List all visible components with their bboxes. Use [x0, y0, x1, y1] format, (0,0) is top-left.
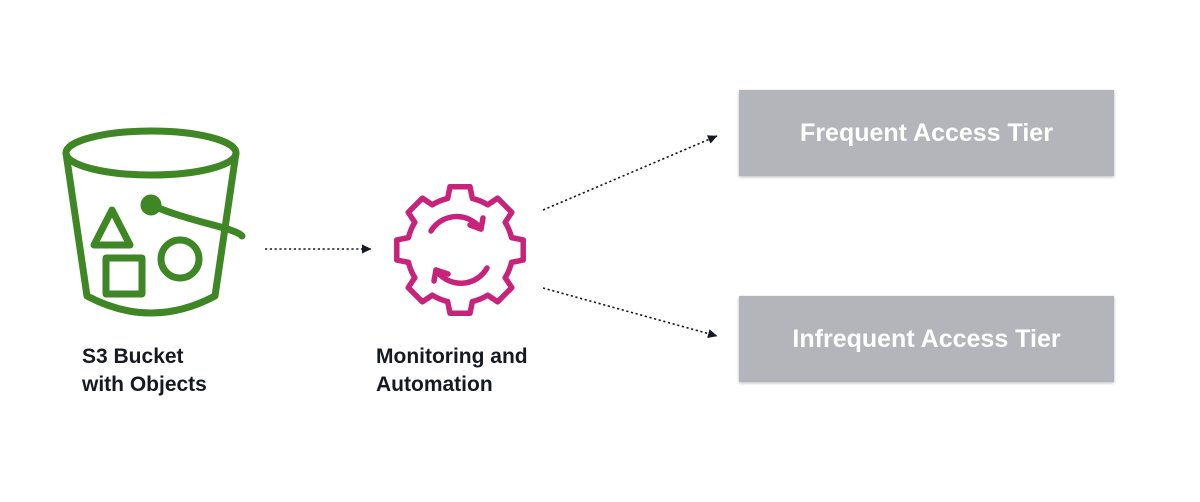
infrequent-access-tier-label: Infrequent Access Tier — [792, 324, 1061, 353]
monitoring-caption-line2: Automation — [376, 373, 493, 396]
monitoring-caption-line1: Monitoring and — [376, 345, 528, 368]
s3-bucket-icon — [62, 127, 246, 317]
monitoring-caption: Monitoring and Automation — [376, 343, 528, 399]
bucket-caption-line2: with Objects — [82, 373, 207, 396]
connectors — [265, 135, 718, 338]
gear-sync-icon — [394, 184, 526, 316]
arrow-monitoring-to-infrequent — [542, 287, 718, 338]
frequent-access-tier-box: Frequent Access Tier — [739, 90, 1114, 176]
infrequent-access-tier-box: Infrequent Access Tier — [739, 296, 1114, 382]
frequent-access-tier-label: Frequent Access Tier — [800, 118, 1053, 147]
gear-outline — [394, 184, 526, 316]
bucket-caption-line1: S3 Bucket — [82, 345, 184, 368]
arrow-monitoring-to-frequent — [542, 135, 718, 211]
bucket-caption: S3 Bucket with Objects — [82, 343, 207, 399]
